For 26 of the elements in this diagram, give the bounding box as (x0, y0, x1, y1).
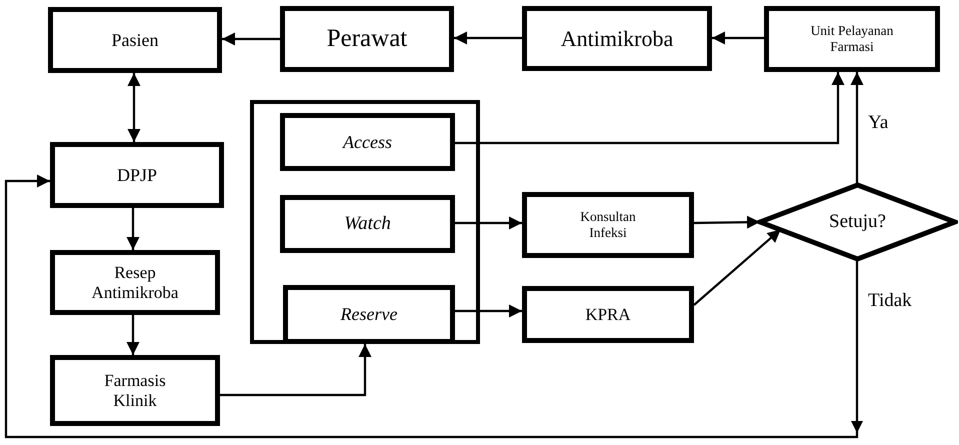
process-box (50, 355, 220, 426)
process-box (280, 195, 455, 253)
node-label: Access (343, 132, 392, 152)
decision-diamond (757, 182, 958, 262)
node-label: DPJP (116, 164, 158, 186)
node-label: Unit Pelayanan Farmasi (810, 23, 894, 55)
node-label: Watch (344, 213, 391, 235)
process-box (764, 6, 940, 72)
process-box (48, 7, 222, 73)
node-label: Konsultan Infeksi (579, 209, 637, 241)
node-label: Setuju? (829, 211, 886, 233)
node-label: Reserve (340, 304, 398, 325)
process-box (50, 142, 224, 208)
process-box (522, 6, 712, 71)
group-box (250, 100, 480, 344)
process-box (522, 192, 694, 258)
node-label: KPRA (585, 304, 631, 324)
process-box (280, 113, 455, 171)
node-label: Antimikroba (560, 26, 674, 52)
process-box (50, 250, 220, 315)
node-label: Farmasis Klinik (103, 370, 167, 410)
process-box (280, 6, 454, 72)
node-label: Resep Antimikroba (90, 262, 180, 302)
process-box (522, 286, 694, 343)
node-label: Pasien (112, 30, 158, 50)
node-label: Perawat (326, 24, 408, 54)
